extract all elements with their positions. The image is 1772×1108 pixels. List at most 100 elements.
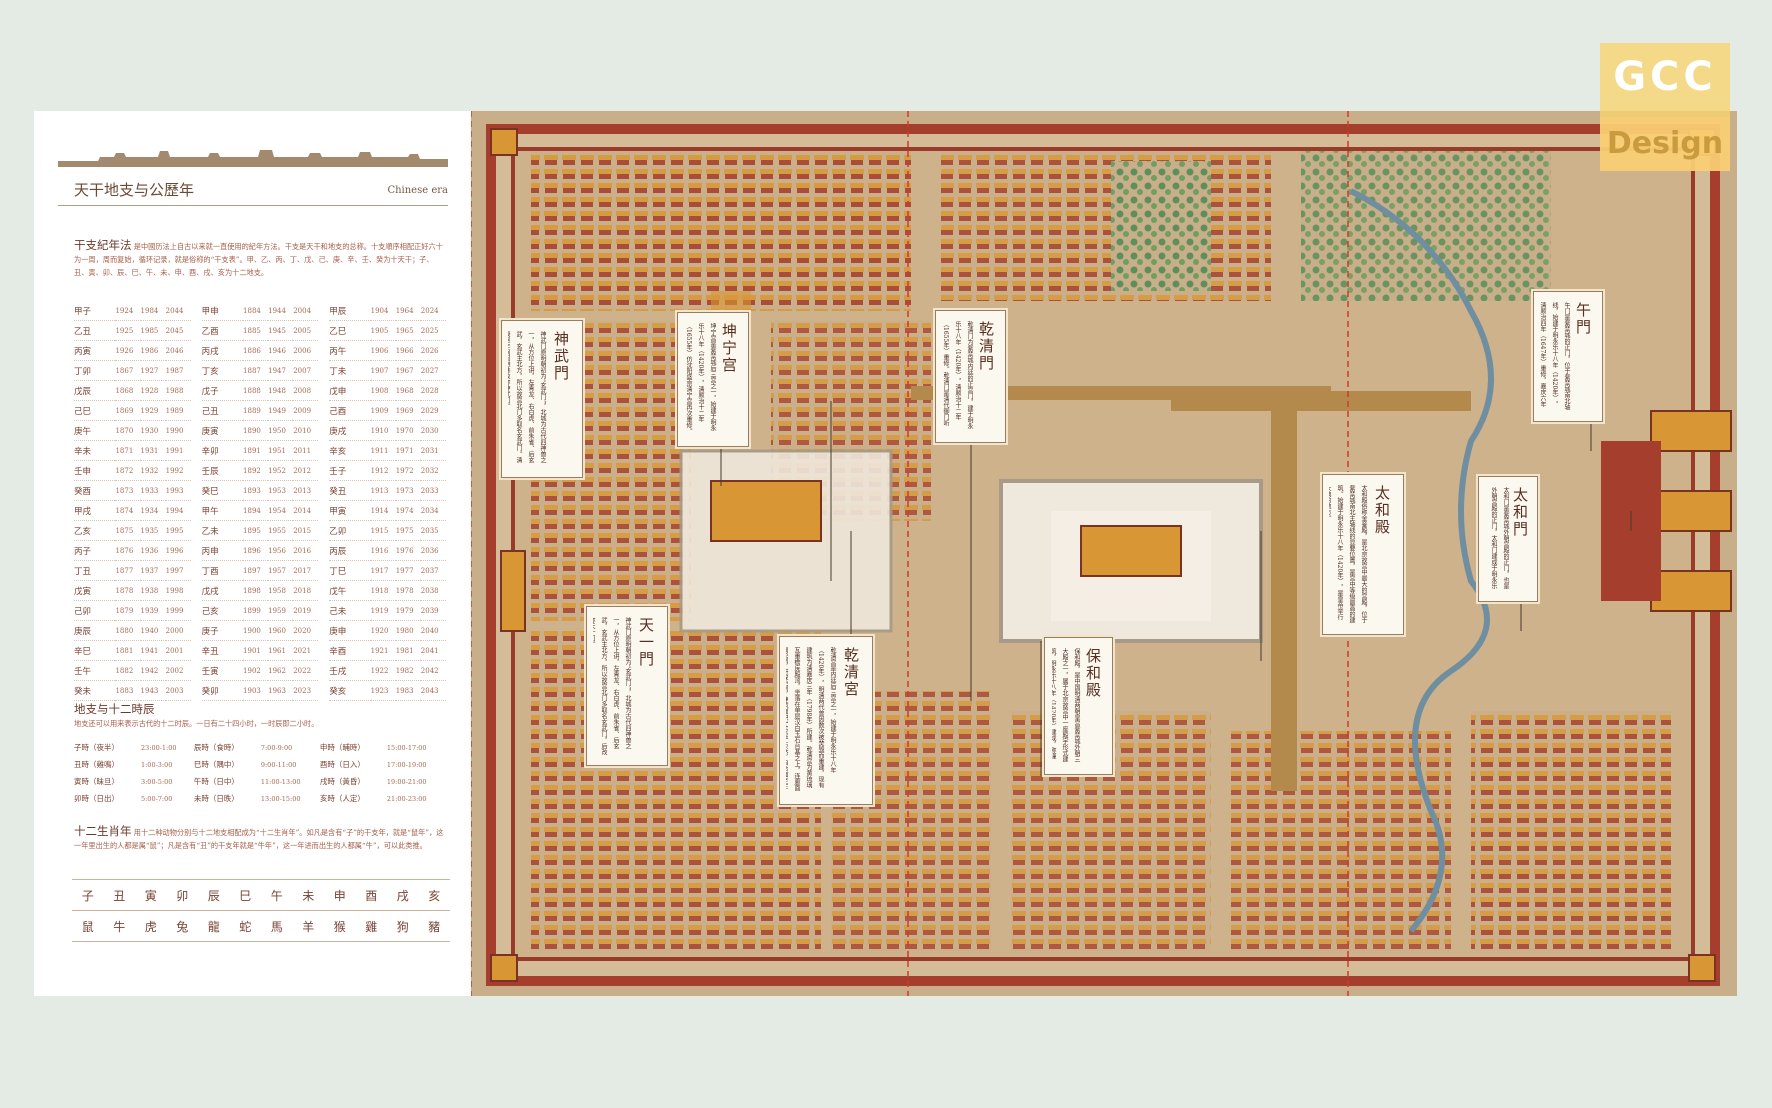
- zodiac-text: 用十二种动物分别与十二地支相配成为“十二生肖年”。如凡是含有“子”的干支年，就是…: [74, 828, 444, 850]
- spacer: [191, 501, 202, 521]
- era-year: 1882: [115, 660, 141, 681]
- era-year: 1949: [268, 400, 294, 421]
- era-year: 1881: [115, 640, 141, 661]
- era-year: 1936: [140, 540, 166, 561]
- era-year: 1896: [243, 540, 269, 561]
- era-year: 1915: [370, 520, 396, 541]
- zodiac-animal: 鼠: [72, 910, 104, 942]
- hour-name: 丑時（雞鳴）: [74, 760, 119, 769]
- era-year: 2022: [293, 660, 319, 681]
- era-year: 2044: [165, 301, 191, 321]
- era-stem-branch: 戊戌: [201, 580, 244, 601]
- spacer: [318, 561, 329, 581]
- era-stem-branch: 己亥: [201, 600, 244, 621]
- era-year: 1973: [395, 480, 421, 501]
- era-stem-branch: 乙亥: [74, 520, 116, 541]
- era-year: 1910: [370, 420, 396, 441]
- era-year: 1884: [243, 301, 269, 321]
- palace-map: 神武門 神武门原明朝初为“玄武门”，北城为古代四神兽之一，从方位上讲，左青龙、右…: [471, 111, 1737, 996]
- era-year: 2018: [293, 580, 319, 601]
- era-year: 1891: [243, 440, 269, 461]
- era-stem-branch: 甲子: [74, 301, 116, 321]
- era-text: 是中國历法上自古以来就一直使用的紀年方法。干支是天干和地支的总称。十支順序相配正…: [74, 242, 443, 277]
- zodiac-branch: 午: [261, 879, 293, 911]
- map-label-kunninggong: 坤宁宫 坤宁宫是紫禁城后三宫之一，始建于明永乐十八年（1420年），清顺治十二年…: [677, 312, 749, 447]
- zodiac-branch: 子: [72, 879, 104, 911]
- era-year: 1942: [140, 660, 166, 681]
- era-year: 1953: [268, 480, 294, 501]
- era-year: 1931: [140, 440, 166, 461]
- zodiac-branch-row: 子丑寅卯辰巳午未申酉戌亥: [72, 879, 450, 911]
- era-year: 2034: [420, 500, 446, 521]
- era-year: 2026: [420, 340, 446, 361]
- hour-range: 13:00-15:00: [260, 794, 301, 803]
- spacer: [191, 601, 202, 621]
- era-stem-branch: 庚午: [74, 420, 116, 441]
- era-year: 2025: [420, 320, 446, 341]
- spacer: [191, 321, 202, 341]
- era-year: 1899: [243, 600, 269, 621]
- era-stem-branch: 庚子: [201, 620, 244, 641]
- hour-range: 1:00-3:00: [140, 760, 173, 769]
- zodiac-animal: 羊: [292, 910, 324, 942]
- era-stem-branch: 癸卯: [201, 680, 244, 701]
- hour-range: 9:00-11:00: [260, 760, 297, 769]
- era-year: 1945: [268, 320, 294, 341]
- era-year: 1876: [115, 540, 141, 561]
- era-year: 1955: [268, 520, 294, 541]
- map-label-tianyimen: 天一門 神武门原明朝初为“玄武门”，北城为古代四神兽之一，从方位上讲，左青龙、右…: [586, 606, 668, 766]
- era-stem-branch: 乙未: [201, 520, 244, 541]
- era-year: 1911: [370, 440, 396, 461]
- era-year: 1905: [370, 320, 396, 341]
- era-stem-branch: 壬申: [74, 460, 116, 481]
- hours-intro: 地支与十二時辰 地支还可以用来表示古代的十二时辰。一日有二十四小时，一时辰即二小…: [74, 703, 446, 730]
- era-year: 1926: [115, 340, 141, 361]
- era-stem-branch: 癸未: [74, 680, 116, 701]
- era-year: 1904: [370, 301, 396, 321]
- era-year: 1990: [165, 420, 191, 441]
- era-year: 1902: [243, 660, 269, 681]
- era-stem-branch: 乙丑: [74, 320, 116, 341]
- hour-name: 未時（日昳）: [193, 794, 239, 803]
- era-year: 1960: [268, 620, 294, 641]
- era-year: 1946: [268, 340, 294, 361]
- era-year: 2033: [420, 480, 446, 501]
- era-stem-branch: 壬寅: [201, 660, 244, 681]
- era-year: 2001: [165, 640, 191, 661]
- map-label-title: 乾清宮: [842, 647, 860, 698]
- era-year: 2008: [293, 380, 319, 401]
- zodiac-branch: 亥: [418, 879, 450, 911]
- era-year: 2032: [420, 460, 446, 481]
- spacer: [191, 341, 202, 361]
- map-label-qianqinggong: 乾清宮 乾清宫是内廷后三宫之一，始建于明永乐十八年（1420年），明清两代曾因数…: [779, 636, 873, 805]
- hour-range: 23:00-1:00: [140, 743, 177, 752]
- era-stem-branch: 丁亥: [201, 360, 244, 381]
- spacer: [318, 481, 329, 501]
- spacer: [191, 441, 202, 461]
- map-label-title: 坤宁宫: [720, 323, 738, 374]
- era-year: 1982: [395, 660, 421, 681]
- page-title: 天干地支与公歷年: [74, 181, 195, 199]
- zodiac-branch: 酉: [355, 879, 387, 911]
- era-year: 2010: [293, 420, 319, 441]
- zodiac-animal: 虎: [135, 910, 167, 942]
- era-stem-branch: 丁巳: [329, 560, 371, 581]
- era-year: 1975: [395, 520, 421, 541]
- era-year: 1888: [243, 380, 269, 401]
- era-stem-branch: 乙酉: [201, 320, 244, 341]
- era-year: 1984: [140, 301, 166, 321]
- era-intro: 干支紀年法 是中國历法上自古以来就一直使用的紀年方法。干支是天干和地支的总称。十…: [74, 239, 446, 279]
- zodiac-animal: 馬: [261, 910, 293, 942]
- spacer: [191, 641, 202, 661]
- era-year: 1938: [140, 580, 166, 601]
- spacer: [318, 521, 329, 541]
